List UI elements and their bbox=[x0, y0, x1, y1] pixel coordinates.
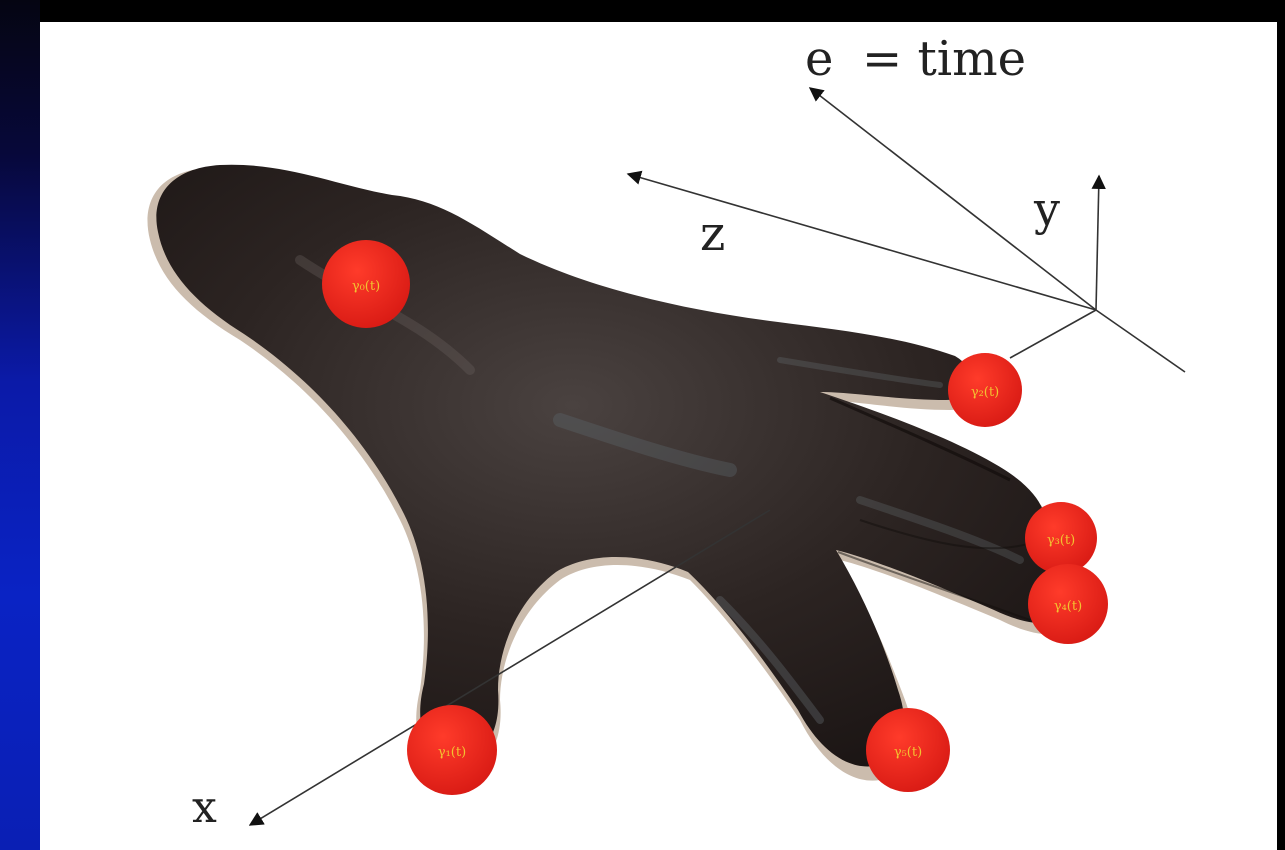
marker-thumb: γ₁(t) bbox=[407, 705, 497, 795]
x-axis-label: x bbox=[192, 782, 217, 833]
marker-label: γ₁(t) bbox=[438, 745, 466, 760]
time-axis-label: = time bbox=[862, 31, 1026, 87]
marker-label: γ₂(t) bbox=[971, 385, 999, 400]
marker-label: γ₄(t) bbox=[1054, 599, 1082, 614]
marker-index: γ₂(t) bbox=[948, 353, 1022, 427]
time-axis-tail bbox=[1096, 310, 1185, 372]
y-axis-label: y bbox=[1033, 182, 1060, 236]
marker-middle: γ₃(t) bbox=[1025, 502, 1097, 574]
marker-label: γ₅(t) bbox=[894, 745, 922, 760]
z-axis-arrow bbox=[628, 174, 1096, 310]
marker-little: γ₅(t) bbox=[866, 708, 950, 792]
time-axis-e-label: e bbox=[805, 31, 833, 87]
z-axis-label: z bbox=[700, 206, 725, 262]
marker-wrist: γ₀(t) bbox=[322, 240, 410, 328]
marker-ring: γ₄(t) bbox=[1028, 564, 1108, 644]
y-axis-arrow bbox=[1096, 176, 1099, 310]
x-axis-upper-segment bbox=[1010, 310, 1096, 358]
marker-label: γ₀(t) bbox=[352, 279, 380, 294]
hand-silhouette bbox=[156, 165, 1080, 767]
marker-label: γ₃(t) bbox=[1047, 533, 1075, 548]
